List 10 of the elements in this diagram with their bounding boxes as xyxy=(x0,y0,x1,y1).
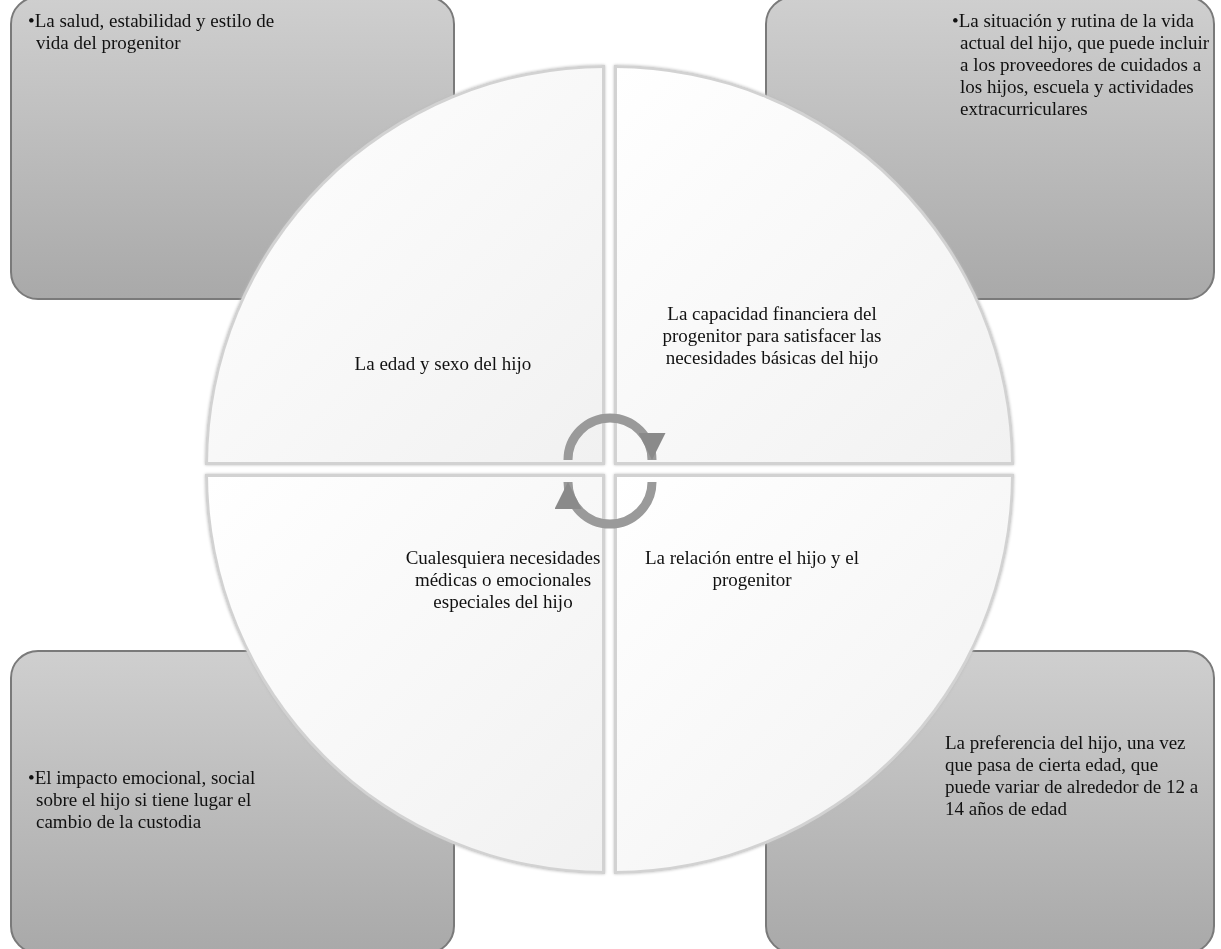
segment-text: La preferencia del hijo, una vez que pasa de cierta edad, que puede variar de alrededor de 12 a 14 años de edad xyxy=(945,732,1200,820)
segment-text: La edad y sexo del hijo xyxy=(353,353,533,375)
segment-text: Cualesquiera necesidades médicas o emocionales especiales del hijo xyxy=(404,547,602,613)
curved-arrow xyxy=(556,481,657,529)
segment-text: La capacidad financiera del progenitor para satisfacer las necesidades básicas del hijo xyxy=(661,303,883,369)
curved-arrow xyxy=(563,413,664,461)
bullet-text: •La situación y rutina de la vida actual del hijo, que puede incluir a los proveedores de cuidados a los hijos, escuela y actividades extracurriculares xyxy=(952,10,1210,120)
bullet-text: •La salud, estabilidad y estilo de vida del progenitor xyxy=(28,10,276,54)
segment-text: La relación entre el hijo y el progenitor xyxy=(643,547,861,591)
bullet-text: •El impacto emocional, social sobre el hijo si tiene lugar el cambio de la custodia xyxy=(28,767,257,833)
